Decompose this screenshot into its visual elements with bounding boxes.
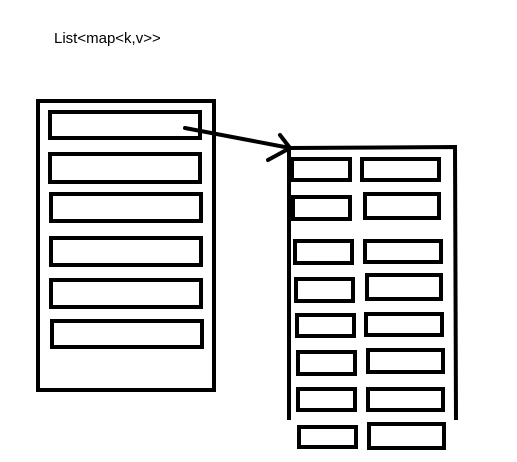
diagram-title: List<map<k,v>>: [54, 30, 161, 47]
map-value-box: [363, 192, 441, 220]
arrow-head: [266, 133, 292, 162]
map-value-box: [366, 387, 445, 412]
map-container: [287, 144, 458, 421]
list-item: [48, 152, 202, 184]
map-key-box: [297, 425, 358, 449]
list-item: [49, 192, 203, 223]
list-item: [49, 278, 203, 309]
map-key-box: [295, 313, 356, 338]
arrow-line: [183, 126, 292, 150]
map-key-box: [294, 277, 355, 303]
map-value-box: [364, 312, 444, 337]
map-value-box: [367, 422, 446, 450]
list-container: [36, 99, 216, 392]
map-key-box: [296, 350, 357, 376]
map-value-box: [365, 273, 443, 301]
list-item: [50, 319, 204, 349]
map-key-box: [293, 239, 354, 265]
map-value-box: [363, 239, 443, 264]
list-item: [48, 110, 202, 140]
map-key-box: [296, 387, 357, 412]
map-value-box: [366, 348, 445, 374]
map-key-box: [290, 157, 352, 182]
map-value-box: [360, 157, 441, 182]
map-key-box: [291, 195, 352, 221]
list-item: [49, 236, 203, 267]
